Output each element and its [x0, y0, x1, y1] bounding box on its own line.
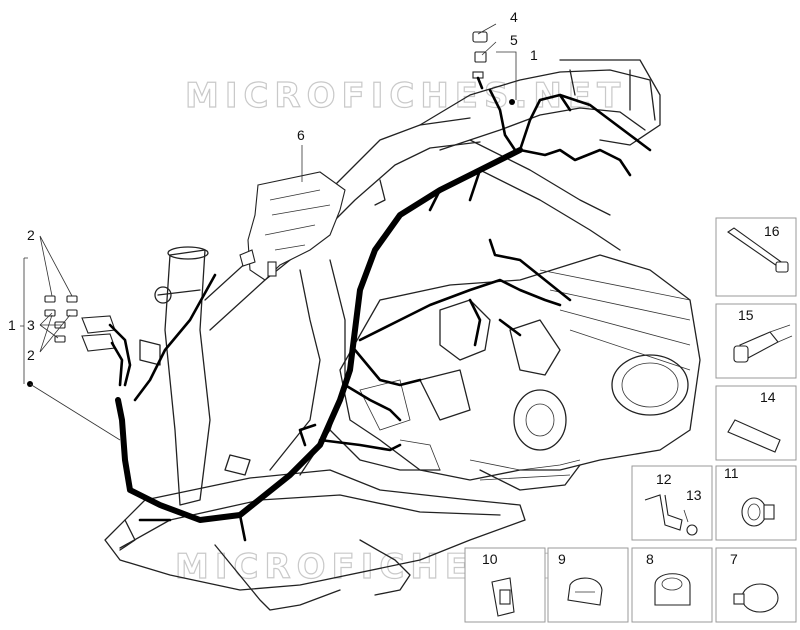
callout-11: 11 — [724, 465, 739, 481]
callout-labels: 4 5 1 6 2 1 3 2 16 15 14 12 13 11 10 9 8… — [8, 9, 780, 567]
part-14-box — [715, 385, 797, 461]
part-7-box — [715, 547, 797, 623]
front-connectors — [81, 315, 132, 387]
scooter-frame — [104, 59, 661, 611]
callout-2-a: 2 — [27, 227, 35, 243]
engine-assembly — [339, 254, 701, 491]
callout-3: 3 — [27, 317, 35, 333]
part-12-13-box — [631, 465, 713, 541]
part-10-box — [464, 547, 546, 623]
callout-9: 9 — [558, 551, 566, 567]
callout-8: 8 — [646, 551, 654, 567]
part-9-box — [547, 547, 629, 623]
callout-4: 4 — [510, 9, 518, 25]
callout-7: 7 — [730, 551, 738, 567]
callout-16: 16 — [764, 223, 780, 239]
part-6-bracket — [239, 171, 346, 281]
terminal-clips — [44, 295, 78, 343]
part-11-box — [715, 465, 797, 541]
callout-6: 6 — [297, 127, 305, 143]
callout-10: 10 — [482, 551, 498, 567]
callout-5: 5 — [510, 32, 518, 48]
callout-1-left: 1 — [8, 317, 16, 333]
callout-15: 15 — [738, 307, 754, 323]
main-wiring-harness — [115, 88, 652, 542]
callout-13: 13 — [686, 487, 702, 503]
leader-lines — [20, 23, 517, 441]
callout-14: 14 — [760, 389, 776, 405]
part-15-box — [715, 303, 797, 379]
callout-1-top: 1 — [530, 47, 538, 63]
part-4-5-connectors — [472, 31, 488, 90]
part-8-box — [631, 547, 713, 623]
callout-12: 12 — [656, 471, 672, 487]
callout-2-b: 2 — [27, 347, 35, 363]
part-16-box — [715, 217, 797, 297]
watermark-top: MICROFICHES.NET — [185, 76, 626, 116]
